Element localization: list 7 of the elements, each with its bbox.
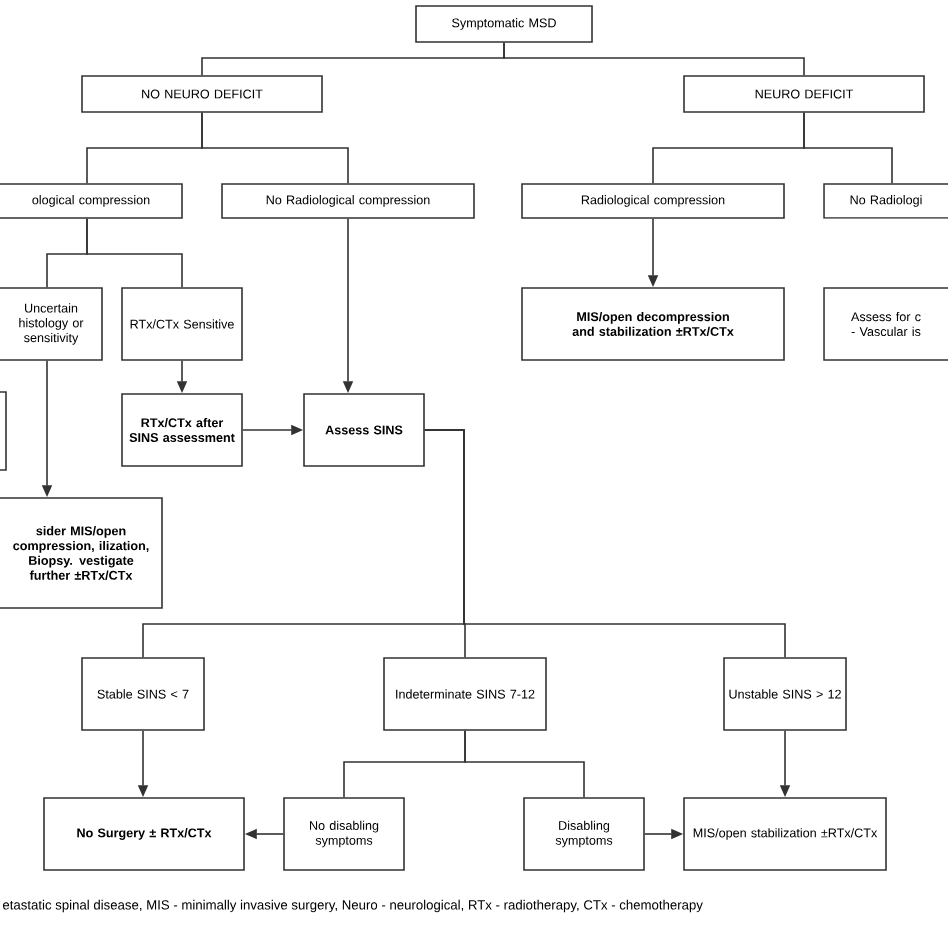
- connector: [503, 42, 805, 76]
- connector: [201, 112, 349, 184]
- process-box: [0, 391, 7, 471]
- connector: [803, 112, 893, 184]
- connector: [86, 218, 183, 288]
- connector: [424, 429, 786, 658]
- connector: [464, 730, 585, 798]
